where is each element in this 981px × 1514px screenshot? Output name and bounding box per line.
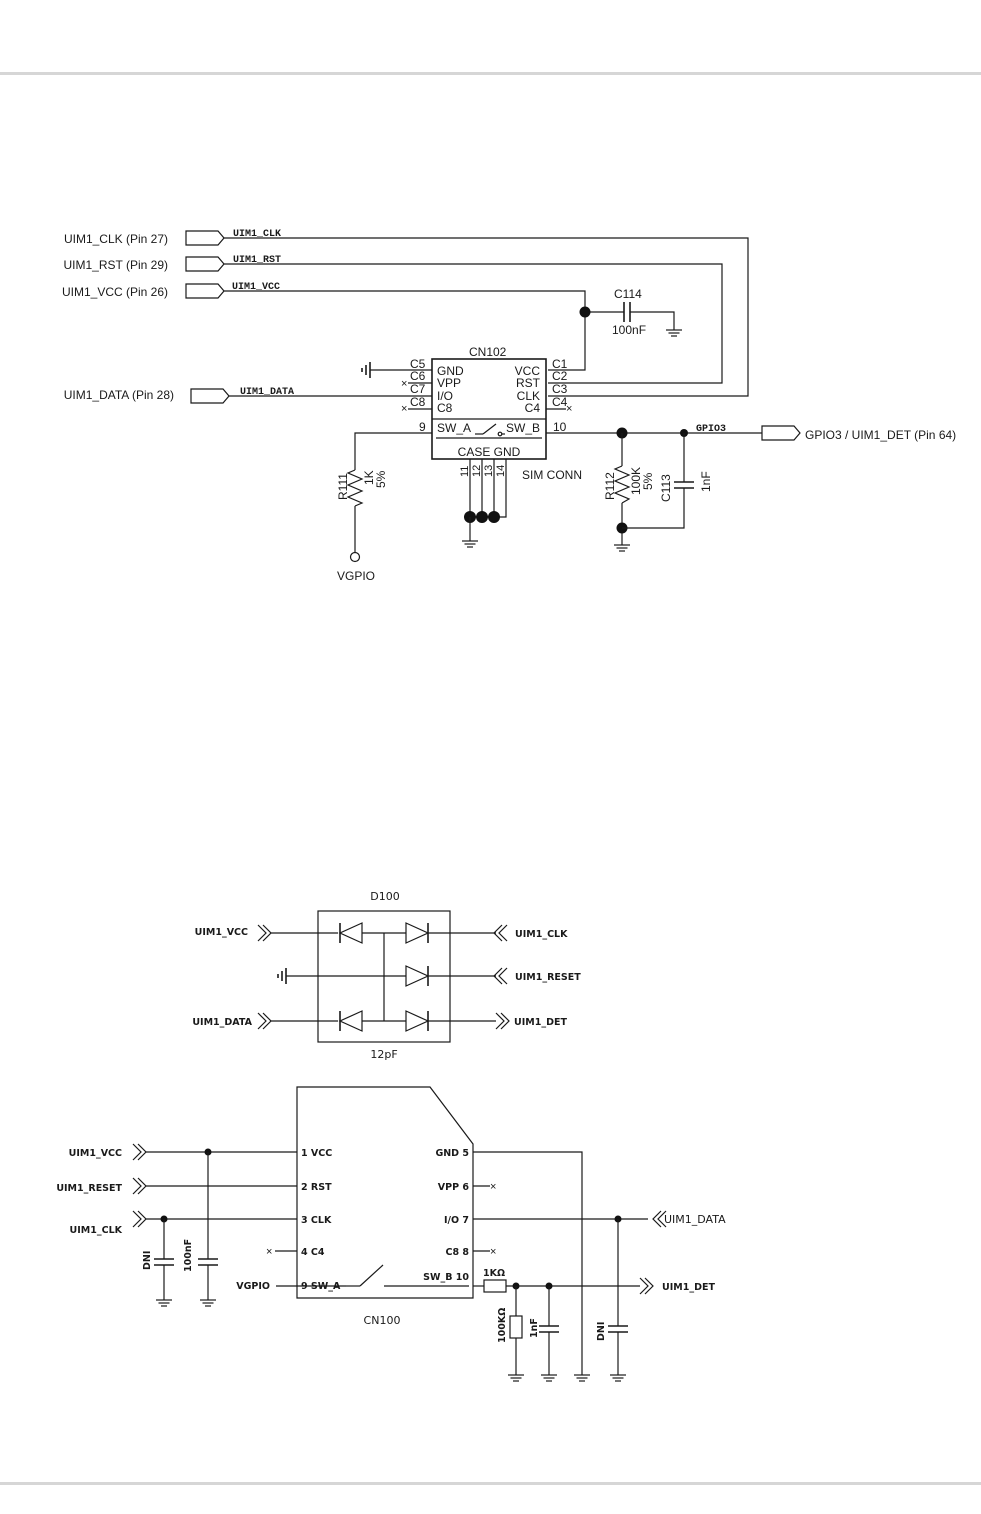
cn102-sim-conn: SIM CONN [522, 468, 582, 482]
c114-ref: C114 [614, 287, 642, 301]
cn100-pin-7: I/O 7 [444, 1215, 469, 1226]
top-divider [0, 72, 981, 75]
cn100-port-reset: UIM1_RESET [56, 1183, 122, 1194]
net-label-gpio: GPIO3 [696, 424, 726, 435]
schematic-d100: D100 12pF UIM1_VCC UIM1_DATA [192, 890, 581, 1061]
cn102-pin-9: 9 [419, 420, 426, 434]
d100-port-clk: UIM1_CLK [515, 929, 568, 940]
r-series-label: 1KΩ [483, 1268, 505, 1279]
port-arrow-rst [185, 256, 225, 272]
d100-port-vcc: UIM1_VCC [195, 927, 248, 938]
c113-ref: C113 [659, 474, 673, 502]
port-label-gpio3: GPIO3 / UIM1_DET (Pin 64) [805, 428, 956, 442]
cn102-sw-b: SW_B [506, 421, 540, 435]
port-label-uim1-data: UIM1_DATA (Pin 28) [64, 388, 174, 402]
r-pull-label: 100KΩ [497, 1308, 508, 1343]
cn100-port-vcc: UIM1_VCC [69, 1148, 122, 1159]
r112-tol: 5% [641, 472, 655, 490]
port-label-uim1-clk: UIM1_CLK (Pin 27) [64, 232, 168, 246]
cn102-pin-c4: C4 [552, 395, 568, 409]
cn100-pin-3: 3 CLK [301, 1215, 332, 1226]
cn100-pin-1: 1 VCC [301, 1148, 332, 1159]
r111-tol: 5% [374, 470, 388, 488]
svg-text:×: × [401, 403, 407, 415]
svg-text:×: × [490, 1246, 496, 1258]
port-arrow-data [190, 388, 230, 404]
d100-port-reset: UIM1_RESET [515, 972, 581, 983]
cn100-port-clk: UIM1_CLK [70, 1225, 123, 1236]
port-label-uim1-vcc: UIM1_VCC (Pin 26) [62, 285, 168, 299]
cn100-port-det: UIM1_DET [662, 1282, 715, 1293]
cap-dni-right: DNI [596, 1322, 607, 1341]
cn102-name-c8: C8 [437, 401, 453, 415]
cn100-pin-2: 2 RST [301, 1182, 332, 1193]
d100-cap: 12pF [370, 1048, 397, 1061]
cn102-name-vpp: VPP [437, 376, 461, 390]
cn102-pin-c8: C8 [410, 395, 426, 409]
c113-value: 1nF [699, 471, 713, 492]
cn102-pin-c5: C5 [410, 357, 426, 371]
cn102-pin-10: 10 [553, 420, 567, 434]
d100-port-data: UIM1_DATA [192, 1017, 252, 1028]
vgpio-label: VGPIO [337, 569, 375, 583]
net-label-rst: UIM1_RST [233, 255, 281, 266]
c114-value: 100nF [612, 323, 646, 337]
cn102-pin-c6: C6 [410, 369, 426, 383]
cap-100nf-left: 100nF [183, 1239, 194, 1272]
cn100-port-data: UIM1_DATA [664, 1213, 726, 1226]
cn100-pin-6: VPP 6 [438, 1182, 470, 1193]
cn102-name-io: I/O [437, 389, 453, 403]
schematic-cn102: UIM1_CLK (Pin 27) UIM1_RST (Pin 29) UIM1… [62, 229, 956, 583]
cn102-case-pin-11: 11 [459, 466, 471, 477]
cn102-name-vcc: VCC [515, 364, 541, 378]
d100-port-det: UIM1_DET [514, 1017, 567, 1028]
cn102-name-gnd: GND [437, 364, 464, 378]
svg-text:×: × [266, 1246, 272, 1258]
cn102-pin-c1: C1 [552, 357, 568, 371]
svg-text:×: × [401, 378, 407, 390]
cn100-port-vgpio: VGPIO [236, 1281, 270, 1292]
schematic-cn100: CN100 1 VCC 2 RST 3 CLK 4 C4 9 SW_A GND … [56, 1086, 726, 1382]
cn102-name-c4: C4 [525, 401, 541, 415]
port-arrow-clk [185, 230, 225, 246]
net-label-clk: UIM1_CLK [233, 229, 281, 240]
r112-ref: R112 [603, 472, 617, 500]
port-label-uim1-rst: UIM1_RST (Pin 29) [64, 258, 168, 272]
d100-ref: D100 [370, 890, 399, 903]
svg-text:×: × [566, 403, 572, 415]
cn102-name-rst: RST [516, 376, 541, 390]
svg-text:×: × [490, 1181, 496, 1193]
port-arrow-gpio [761, 425, 801, 441]
cn102-sw-a: SW_A [437, 421, 471, 435]
cn102-name-clk: CLK [517, 389, 540, 403]
cn102-case-pin-12: 12 [471, 465, 483, 477]
r112-value: 100K [629, 467, 643, 495]
cn102-ref: CN102 [469, 345, 507, 359]
cn102-case-gnd: CASE GND [458, 445, 521, 459]
c-det-label: 1nF [529, 1318, 540, 1338]
r111-ref: R111 [336, 473, 350, 500]
bottom-divider [0, 1482, 981, 1485]
cn102-case-pin-14: 14 [495, 465, 507, 477]
r111-value: 1K [362, 470, 376, 485]
cn100-pin-5: GND 5 [435, 1148, 469, 1159]
cn102-pin-c2: C2 [552, 369, 568, 383]
cn100-pin-10: SW_B 10 [423, 1272, 469, 1283]
cn100-ref: CN100 [364, 1314, 401, 1327]
port-arrow-vcc [185, 283, 225, 299]
cn102-pin-c7: C7 [410, 382, 426, 396]
net-label-data: UIM1_DATA [240, 387, 294, 398]
cn100-pin-4: 4 C4 [301, 1247, 325, 1258]
cn102-case-pin-13: 13 [483, 465, 495, 477]
cap-dni-left: DNI [142, 1251, 153, 1270]
net-label-vcc: UIM1_VCC [232, 282, 280, 293]
cn102-pin-c3: C3 [552, 382, 568, 396]
cn100-pin-8: C8 8 [446, 1247, 470, 1258]
